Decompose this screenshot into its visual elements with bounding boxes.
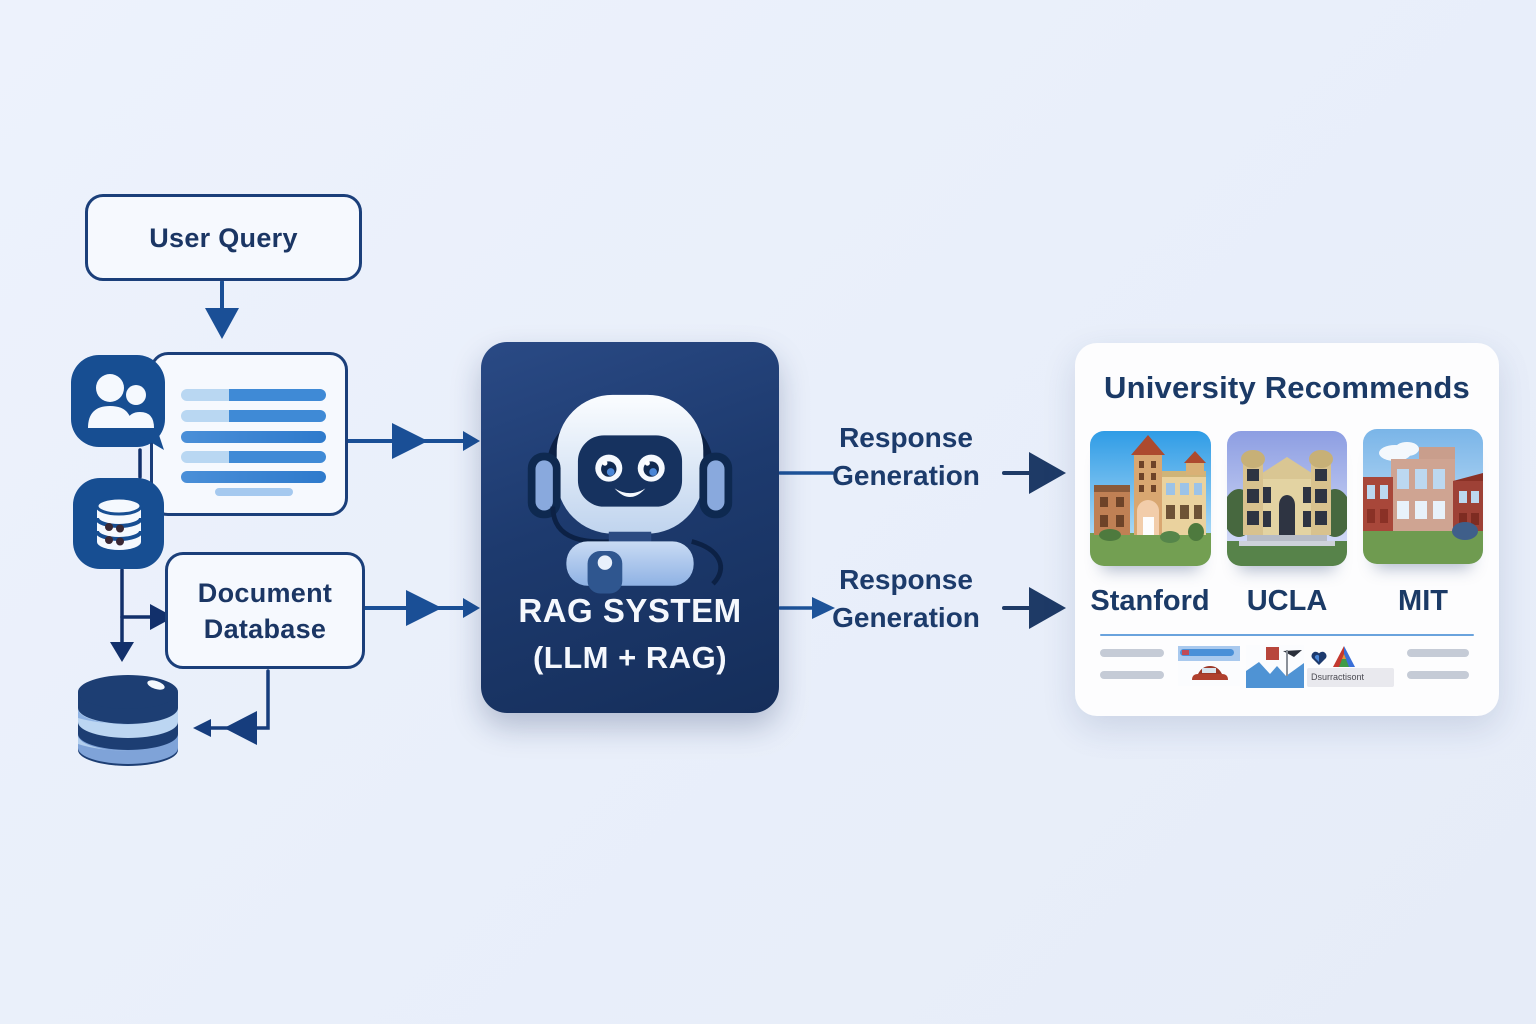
ucla-campus-illustration <box>1227 431 1347 566</box>
document-database-label-2: Database <box>203 613 327 644</box>
user-query-label: User Query <box>149 222 298 253</box>
card-title: University Recommends <box>1104 370 1470 405</box>
card-divider <box>1100 634 1474 636</box>
mountain-triangle-logo-icon <box>1333 646 1355 667</box>
stanford-campus-illustration <box>1090 431 1211 566</box>
university-thumbnail-mit <box>1363 429 1483 564</box>
user-query-node: User Query <box>85 194 362 281</box>
arrowhead-mid <box>224 711 257 745</box>
text-line-bar <box>181 431 326 443</box>
arrowhead-mid <box>392 423 428 459</box>
database-cylinder-icon <box>78 675 178 766</box>
users-speech-bubble-icon <box>71 355 165 450</box>
university-label-mit: MIT <box>1398 585 1448 617</box>
response-generation-top-line1: Response <box>839 422 973 453</box>
arrowhead-big <box>1029 452 1066 494</box>
document-database-node: Document Database <box>165 552 365 669</box>
database-server-icon <box>73 478 164 569</box>
footer-text-bar <box>1100 671 1164 679</box>
arrowhead-tip <box>463 598 480 618</box>
text-line-bar <box>181 471 326 483</box>
text-line-bar <box>181 389 326 401</box>
edge-docdb-to-cylinder <box>204 669 270 730</box>
rag-system-subtitle: (LLM + RAG) <box>532 640 728 675</box>
rag-system-title: RAG SYSTEM <box>518 592 742 629</box>
document-database-label-1: Document <box>197 577 333 608</box>
text-line-bar <box>181 410 326 422</box>
footer-car-thumbnail <box>1178 646 1240 686</box>
response-generation-label-top: Response Generation <box>816 419 996 495</box>
footer-text-bar <box>1100 649 1164 657</box>
arrowhead-tip <box>463 431 480 451</box>
university-label-stanford: Stanford <box>1090 585 1210 617</box>
arrowhead-big <box>1029 587 1066 629</box>
chatbot-robot-icon <box>527 394 733 594</box>
arrowhead-tip <box>193 719 211 737</box>
footer-caption: Dsurractisont <box>1307 668 1394 687</box>
text-line-bar <box>181 451 326 463</box>
university-label-ucla: UCLA <box>1246 585 1328 617</box>
query-preview-box <box>150 352 348 516</box>
mit-campus-illustration <box>1363 429 1483 564</box>
response-generation-top-line2: Generation <box>832 460 980 491</box>
footer-text-bar <box>1407 671 1469 679</box>
heart-icon <box>1311 651 1327 665</box>
university-thumbnail-ucla <box>1227 431 1347 566</box>
arrowhead <box>110 642 134 662</box>
footer-landscape-thumbnail <box>1246 645 1304 688</box>
text-line-bar <box>215 488 293 496</box>
footer-text-bar <box>1407 649 1469 657</box>
response-generation-bottom-line2: Generation <box>832 602 980 633</box>
response-generation-bottom-line1: Response <box>839 564 973 595</box>
response-generation-label-bottom: Response Generation <box>816 561 996 637</box>
university-recommends-card: University Recommends <box>1075 343 1499 716</box>
arrowhead-mid <box>406 590 442 626</box>
arrowhead <box>205 308 239 339</box>
rag-system-node: RAG SYSTEM (LLM + RAG) <box>481 342 779 713</box>
university-thumbnail-stanford <box>1090 431 1211 566</box>
